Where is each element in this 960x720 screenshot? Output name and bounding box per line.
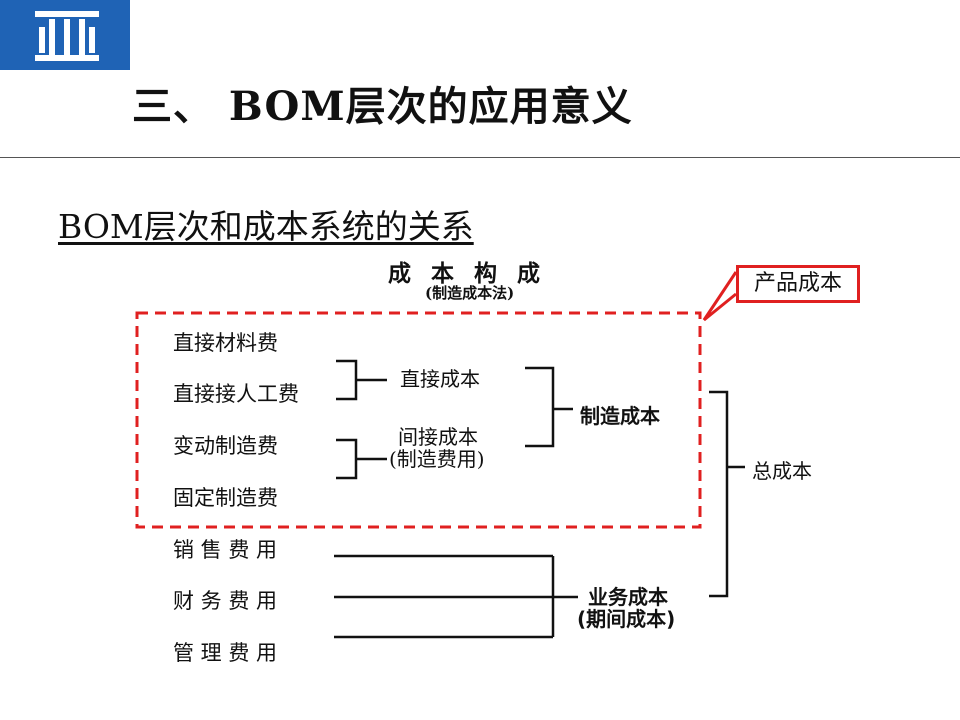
product-cost-dashed-box: [135, 311, 702, 529]
cost-composition-heading: 成 本 构 成: [388, 260, 547, 287]
bracket-direct-cost: [336, 359, 358, 401]
logo: [0, 0, 130, 70]
cost-item-direct-labor: 直接接人工费: [173, 382, 299, 406]
period-item-finance-expense: 财 务 费 用: [173, 589, 278, 613]
title-divider: [0, 157, 960, 158]
business-cost-label: 业务成本: [588, 585, 668, 609]
cost-item-variable-overhead: 变动制造费: [173, 434, 278, 458]
section-title: BOM层次和成本系统的关系: [58, 207, 474, 246]
bracket-manufacturing-cost: [525, 366, 555, 448]
product-cost-label: 产品成本: [753, 271, 842, 296]
callout-pointer: [702, 271, 738, 322]
indirect-cost-label: 间接成本: [398, 425, 478, 449]
direct-cost-label: 直接成本: [400, 367, 480, 391]
total-cost-label: 总成本: [752, 459, 812, 483]
bracket-total-cost: [709, 390, 729, 598]
period-cost-label: (期间成本): [577, 607, 676, 631]
period-item-sales-expense: 销 售 费 用: [173, 538, 278, 562]
manufacturing-cost-label: 制造成本: [580, 404, 660, 428]
cost-composition-subheading: (制造成本法): [425, 284, 515, 302]
cost-item-fixed-overhead: 固定制造费: [173, 486, 278, 510]
bracket-indirect-cost: [336, 438, 358, 480]
period-item-admin-expense: 管 理 费 用: [173, 641, 278, 665]
product-cost-callout: 产品成本: [736, 265, 860, 303]
cost-item-direct-material: 直接材料费: [173, 331, 278, 355]
page-title: 三、 BOM层次的应用意义: [132, 83, 633, 130]
indirect-cost-sublabel: (制造费用): [389, 447, 485, 471]
building-logo-icon: [35, 11, 99, 61]
